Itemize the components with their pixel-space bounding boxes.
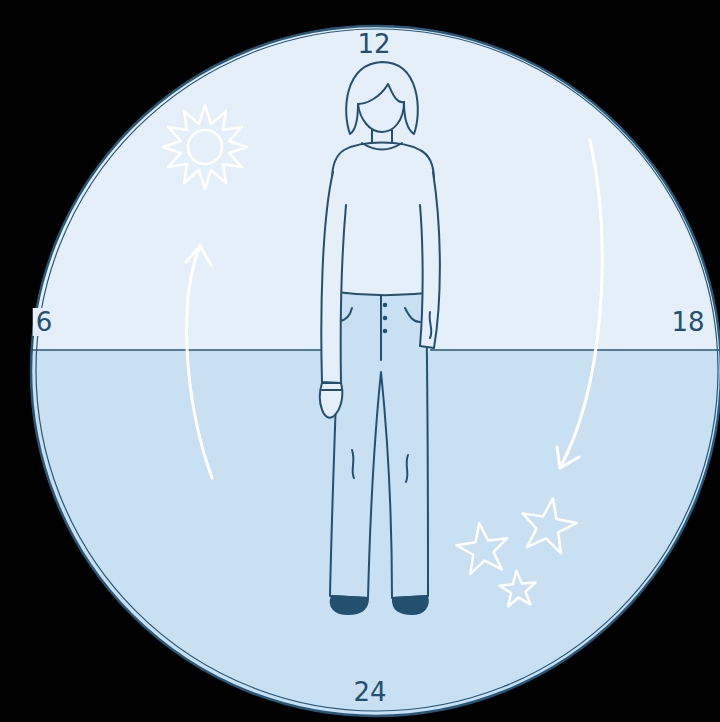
- hour-label: 6: [33, 308, 56, 336]
- mitten: [320, 383, 342, 418]
- sun-symbol: [163, 105, 247, 189]
- stars-symbol: [454, 494, 580, 607]
- rising-arrow: [186, 246, 212, 478]
- pants: [330, 290, 428, 598]
- hour-label: 12: [354, 30, 393, 58]
- horizon-line: [32, 349, 336, 351]
- shoe: [331, 596, 368, 614]
- hour-label: 18: [668, 308, 707, 336]
- horizon-line: [430, 349, 720, 351]
- clock-rim-inner: [36, 29, 718, 711]
- hour-label: 24: [350, 678, 389, 706]
- hair: [346, 62, 418, 134]
- shoe: [393, 596, 428, 614]
- person-figure: [320, 62, 440, 614]
- setting-arrow: [557, 140, 602, 468]
- night-half: [31, 26, 720, 716]
- clock-rim: [31, 26, 720, 716]
